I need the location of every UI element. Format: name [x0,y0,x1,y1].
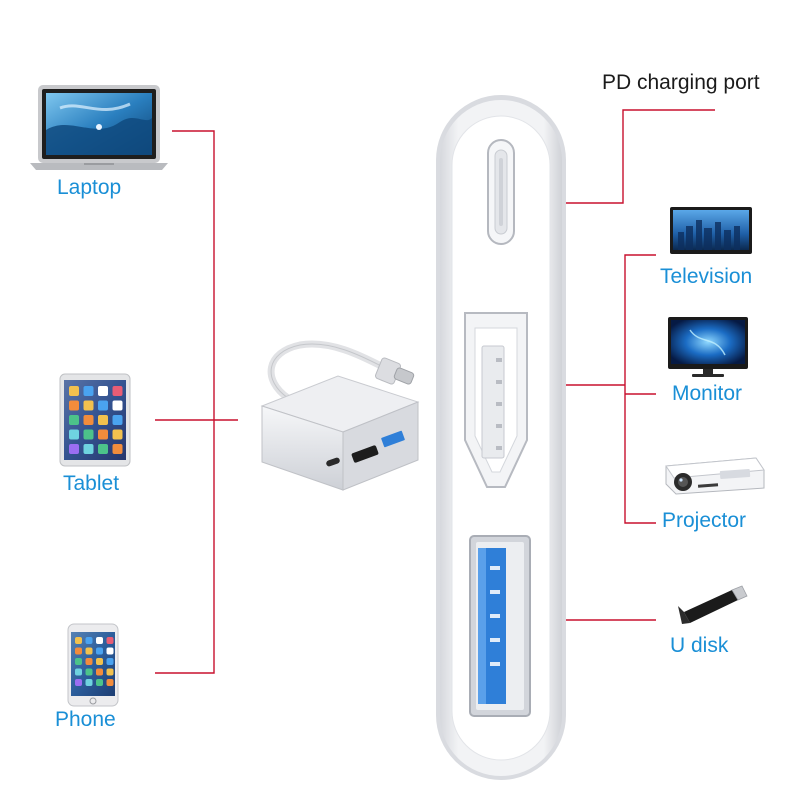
app-tile-icon [69,400,79,411]
app-tile-icon [96,679,103,686]
app-tile-icon [85,647,93,655]
app-tile-icon [96,637,103,644]
app-tile-icon [106,637,114,644]
hdmi-port-icon [464,312,528,488]
projector-label: Projector [662,509,747,532]
left-connector-lines [155,130,238,674]
app-tile-icon [69,415,79,425]
app-tile-icon [96,647,103,655]
app-tile-icon [112,429,123,440]
app-tile-icon [98,386,108,396]
app-tile-icon [75,658,82,665]
app-tile-icon [75,679,82,686]
app-tile-icon [75,637,82,644]
app-tile-icon [106,658,114,665]
app-tile-icon [85,668,93,676]
pd-charging-port-label: PD charging port [602,71,760,94]
app-tile-icon [96,668,103,676]
app-tile-icon [83,400,94,411]
tablet-label: Tablet [63,472,120,495]
app-tile-icon [75,647,82,655]
app-tile-icon [112,400,123,411]
video-outputs-line [624,254,656,524]
app-tile-icon [106,668,114,676]
app-tile-icon [112,444,123,454]
app-tile-icon [112,386,123,396]
app-tile-icon [98,415,108,425]
app-tile-icon [69,444,79,454]
laptop-phone-line [155,130,215,674]
monitor-icon [668,317,748,377]
app-tile-icon [75,668,82,676]
app-tile-icon [83,386,94,396]
tablet-icon [59,373,131,467]
usb-port-icon [469,535,531,717]
app-tile-icon [83,415,94,425]
app-tile-icon [96,658,103,665]
monitor-label: Monitor [672,382,743,405]
usb-drive-icon [678,585,748,624]
television-icon [670,207,752,254]
app-tile-icon [83,444,94,454]
app-tile-icon [112,415,123,425]
pd-port-icon [487,139,515,245]
pd-port-line [562,109,715,204]
u-disk-label: U disk [670,634,729,657]
app-tile-icon [85,679,93,686]
adapter-photo [260,340,420,491]
app-tile-icon [106,647,114,655]
app-tile-icon [69,386,79,396]
app-tile-icon [85,658,93,665]
adapter-front [436,95,566,780]
app-tile-icon [106,679,114,686]
laptop-icon [30,85,168,170]
app-tile-icon [85,637,93,644]
right-connector-lines [562,109,715,621]
television-label: Television [660,265,753,288]
phone-label: Phone [55,708,116,731]
phone-icon [67,623,119,707]
app-tile-icon [83,429,94,440]
app-tile-icon [98,429,108,440]
app-tile-icon [69,429,79,440]
app-tile-icon [98,400,108,411]
laptop-label: Laptop [57,176,122,199]
app-tile-icon [98,444,108,454]
projector-icon [665,457,765,495]
